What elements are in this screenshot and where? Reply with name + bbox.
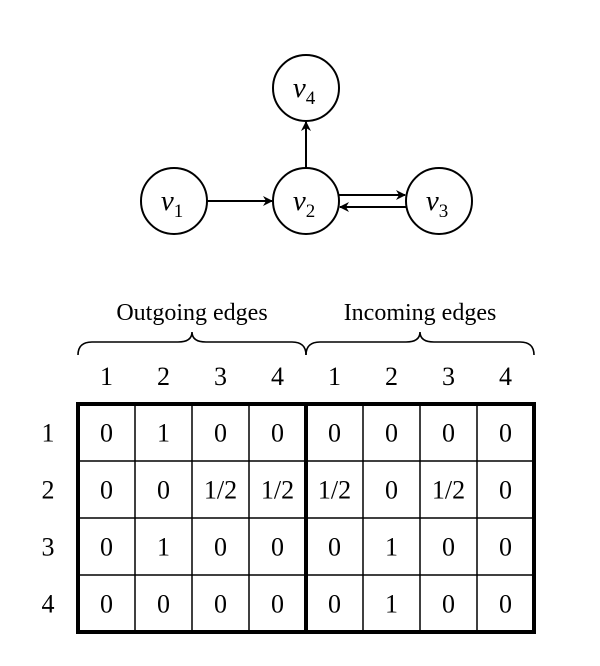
table-cell: 0 [271,590,284,619]
table-cell: 0 [328,533,341,562]
table-cell: 1 [385,590,398,619]
table-cell: 0 [499,533,512,562]
group-braces: Outgoing edges Incoming edges [77,300,535,356]
table-cell: 0 [499,476,512,505]
table-cell: 0 [499,590,512,619]
column-header: 3 [214,362,227,391]
table-cell: 0 [100,533,113,562]
table-cell: 0 [271,533,284,562]
table-cell: 0 [100,476,113,505]
table-cell: 1 [157,533,170,562]
incoming-edges-brace [305,331,535,356]
column-header: 1 [328,362,341,391]
table-cell: 1/2 [318,476,351,505]
column-header: 4 [271,362,284,391]
column-header: 2 [385,362,398,391]
row-headers: 1 2 3 4 [42,419,55,619]
graph-edges [207,121,406,212]
table-cell: 0 [271,419,284,448]
table-cell: 0 [499,419,512,448]
table-cell: 0 [214,590,227,619]
table-cell: 1 [157,419,170,448]
node-label-v3: v3 [426,185,448,222]
table-cell: 0 [442,419,455,448]
table-grid [76,402,536,634]
table-cell: 1/2 [261,476,294,505]
node-circle-v1 [140,167,208,235]
column-header: 1 [100,362,113,391]
table-cell: 1/2 [432,476,465,505]
group-header-incoming: Incoming edges [344,300,497,326]
node-circle-v4 [272,54,340,122]
table-cell: 0 [385,476,398,505]
table-cell: 0 [157,476,170,505]
column-header: 3 [442,362,455,391]
table-cell: 0 [328,590,341,619]
node-circle-v3 [405,167,473,235]
table-cell: 0 [157,590,170,619]
table-cells: 0 1 0 0 0 0 0 0 0 0 1/2 1/2 1/2 0 1/2 0 0 1 0 0 0 1 0 0 0 0 0 0 0 1 0 0 [100,419,512,619]
outgoing-edges-brace [77,331,307,356]
directed-graph: v1 v2 v3 v4 [140,54,473,235]
table-cell: 1/2 [204,476,237,505]
column-header: 4 [499,362,512,391]
row-header: 2 [42,476,55,505]
table-border [76,402,536,634]
table-cell: 0 [328,419,341,448]
node-circle-v2 [272,167,340,235]
row-header: 4 [42,590,55,619]
table-cell: 0 [214,533,227,562]
node-v1: v1 [140,167,208,235]
node-v2: v2 [272,167,340,235]
node-label-v1: v1 [161,185,183,222]
row-header: 1 [42,419,55,448]
graph-nodes: v1 v2 v3 v4 [140,54,473,235]
table-cell: 0 [214,419,227,448]
node-v3: v3 [405,167,473,235]
table-cell: 0 [385,419,398,448]
table-cell: 1 [385,533,398,562]
node-label-v2: v2 [293,185,315,222]
group-header-outgoing: Outgoing edges [116,300,267,326]
row-header: 3 [42,533,55,562]
adjacency-table: Outgoing edges Incoming edges 1 2 3 4 1 2 3 4 1… [42,300,536,634]
table-cell: 0 [442,590,455,619]
node-v4: v4 [272,54,340,122]
table-cell: 0 [442,533,455,562]
column-header: 2 [157,362,170,391]
table-cell: 0 [100,590,113,619]
column-headers: 1 2 3 4 1 2 3 4 [100,362,512,391]
node-label-v4: v4 [293,72,316,109]
table-cell: 0 [100,419,113,448]
